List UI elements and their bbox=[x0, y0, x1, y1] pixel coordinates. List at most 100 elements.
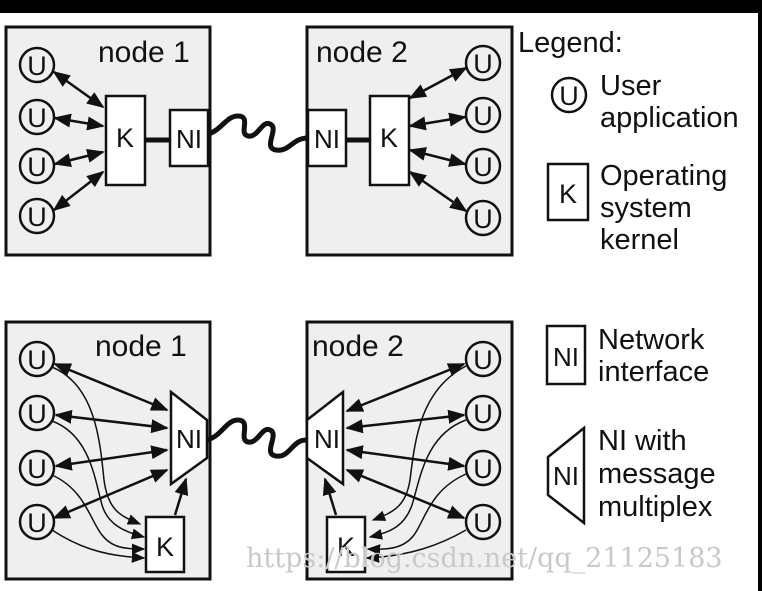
ni-multiplex-trapezoid bbox=[305, 389, 345, 487]
node-label: node 2 bbox=[316, 36, 408, 69]
user-app-icon: U bbox=[18, 197, 56, 235]
arrow bbox=[53, 362, 169, 412]
user-app-icon: U bbox=[18, 147, 56, 185]
arrow bbox=[52, 70, 105, 109]
kernel-icon: K bbox=[546, 162, 590, 222]
user-app-icon: U bbox=[18, 98, 56, 136]
user-app-circles: U U U U bbox=[464, 340, 502, 541]
node-label: node 2 bbox=[312, 330, 404, 363]
arrow bbox=[322, 477, 338, 516]
svg-text:U: U bbox=[27, 103, 47, 133]
svg-text:NI: NI bbox=[553, 342, 579, 372]
ni-box bbox=[168, 108, 210, 168]
user-app-icon: U bbox=[464, 503, 502, 541]
ni-multiplex-icon: NI bbox=[546, 425, 586, 526]
user-app-icon: U bbox=[464, 449, 502, 487]
arrow bbox=[408, 66, 468, 100]
svg-text:K: K bbox=[559, 179, 577, 209]
arrow-curve bbox=[51, 529, 146, 563]
node-label: node 1 bbox=[98, 36, 190, 69]
bottom-node1: node 1 U U U U NI K bbox=[4, 320, 212, 581]
user-app-icon: U bbox=[464, 394, 502, 432]
arrow-curve bbox=[365, 529, 467, 563]
right-edge-line bbox=[758, 0, 762, 591]
svg-text:U: U bbox=[27, 345, 47, 375]
arrow bbox=[52, 468, 169, 520]
arrow bbox=[173, 477, 189, 516]
user-app-circles: U U U U bbox=[18, 340, 56, 541]
arrow bbox=[52, 170, 105, 212]
kernel-label: K bbox=[116, 123, 134, 153]
kernel-label: K bbox=[380, 123, 398, 153]
arrow bbox=[345, 409, 466, 434]
svg-text:U: U bbox=[473, 454, 493, 484]
arrow bbox=[53, 149, 105, 167]
watermark: https://blog.csdn.net/qq_21125183 bbox=[246, 543, 723, 574]
arrow bbox=[345, 468, 466, 520]
legend-text: Operating system kernel bbox=[600, 160, 735, 256]
bottom-network-link bbox=[206, 417, 307, 459]
top-black-bar bbox=[0, 0, 762, 13]
arrow bbox=[345, 445, 466, 471]
node-label: node 1 bbox=[95, 330, 187, 363]
user-app-icon: U bbox=[550, 76, 588, 114]
kernel-box bbox=[144, 515, 186, 574]
ni-label: NI bbox=[314, 124, 340, 154]
kernel-box bbox=[325, 515, 367, 574]
legend: Legend: U User application K Operating s… bbox=[518, 27, 739, 526]
ni-multiplex-trapezoid bbox=[169, 389, 209, 487]
legend-item-ni-multiplex: NI NI with message multiplex bbox=[546, 425, 724, 526]
legend-item-kernel: K Operating system kernel bbox=[546, 160, 735, 256]
svg-text:U: U bbox=[473, 101, 493, 131]
svg-text:U: U bbox=[473, 345, 493, 375]
svg-text:U: U bbox=[473, 152, 493, 182]
kernel-label: K bbox=[156, 532, 174, 562]
top-network-link bbox=[207, 113, 309, 153]
user-app-icon: U bbox=[464, 199, 502, 237]
user-app-circles: U U U U bbox=[18, 46, 56, 235]
svg-text:U: U bbox=[27, 152, 47, 182]
arrow bbox=[408, 112, 467, 131]
legend-text: User application bbox=[600, 70, 739, 134]
ni-label: NI bbox=[176, 424, 202, 454]
svg-text:U: U bbox=[473, 49, 493, 79]
kernel-label: K bbox=[337, 532, 355, 562]
ni-label: NI bbox=[176, 124, 202, 154]
svg-text:U: U bbox=[27, 202, 47, 232]
user-app-icon: U bbox=[18, 340, 56, 378]
user-app-icon: U bbox=[18, 394, 56, 432]
svg-text:U: U bbox=[559, 81, 579, 111]
legend-text: Network interface bbox=[598, 324, 712, 388]
user-app-icon: U bbox=[18, 449, 56, 487]
svg-text:U: U bbox=[27, 51, 47, 81]
user-app-icon: U bbox=[18, 46, 56, 84]
arrow bbox=[345, 362, 466, 413]
legend-item-user-app: U User application bbox=[550, 70, 739, 134]
user-app-icon: U bbox=[464, 96, 502, 134]
user-app-icon: U bbox=[18, 503, 56, 541]
arrow bbox=[54, 445, 169, 471]
svg-text:U: U bbox=[27, 399, 47, 429]
svg-text:U: U bbox=[473, 399, 493, 429]
top-node1: node 1 U U U U K NI bbox=[4, 25, 212, 257]
arrow bbox=[408, 147, 467, 167]
arrow bbox=[54, 409, 169, 434]
ni-icon: NI bbox=[545, 324, 587, 386]
svg-text:U: U bbox=[473, 204, 493, 234]
user-app-circles: U U U U bbox=[464, 44, 502, 237]
legend-item-network-interface: NI Network interface bbox=[545, 324, 712, 388]
user-app-icon: U bbox=[464, 147, 502, 185]
kernel-box bbox=[368, 94, 411, 187]
ni-label: NI bbox=[314, 424, 340, 454]
legend-text: NI with message multiplex bbox=[598, 425, 724, 523]
arrow bbox=[53, 113, 105, 131]
svg-text:U: U bbox=[27, 454, 47, 484]
arrow bbox=[408, 170, 468, 213]
user-app-icon: U bbox=[464, 44, 502, 82]
svg-text:U: U bbox=[27, 508, 47, 538]
legend-title: Legend: bbox=[518, 27, 623, 59]
bottom-node2: node 2 U U U U NI K bbox=[305, 320, 514, 581]
user-app-icon: U bbox=[464, 340, 502, 378]
svg-text:U: U bbox=[473, 508, 493, 538]
